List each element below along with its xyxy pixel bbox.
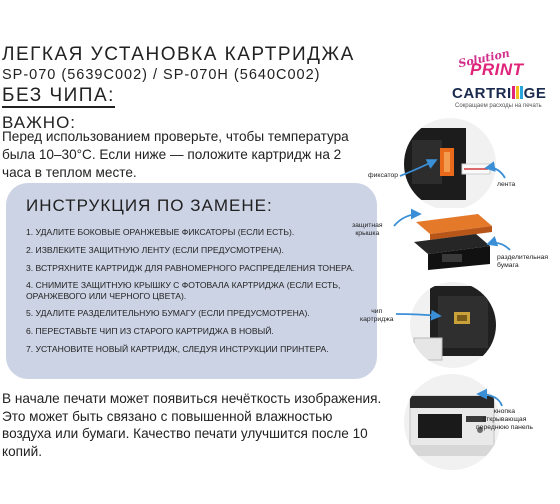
step-item: 1. УДАЛИТЕ БОКОВЫЕ ОРАНЖЕВЫЕ ФИКСАТОРЫ (… — [26, 227, 295, 237]
callout-protective-cover: защитная крышка — [352, 222, 383, 237]
step-item: 6. ПЕРЕСТАВЬТЕ ЧИП ИЗ СТАРОГО КАРТРИДЖА … — [26, 326, 274, 336]
instructions-panel: ИНСТРУКЦИЯ ПО ЗАМЕНЕ: 1. УДАЛИТЕ БОКОВЫЕ… — [6, 183, 377, 379]
solution-print-logo: Solution PRINT — [454, 47, 544, 80]
chip-photo — [410, 282, 496, 368]
callout-chip: чип картриджа — [360, 308, 394, 323]
retainer-photo — [404, 118, 496, 210]
callout-retainer: фиксатор — [368, 172, 399, 179]
step-item: 5. УДАЛИТЕ РАЗДЕЛИТЕЛЬНУЮ БУМАГУ (ЕСЛИ П… — [26, 308, 310, 318]
model-numbers: SP-070 (5639C002) / SP-070H (5640C002) — [2, 67, 321, 83]
callout-front-panel-button: кнопка открывающая переднюю панель — [476, 408, 533, 431]
no-chip-heading: БЕЗ ЧИПА: — [2, 85, 115, 108]
step-item: 4. СНИМИТЕ ЗАЩИТНУЮ КРЫШКУ С ФОТОВАЛА КА… — [26, 280, 341, 301]
instructions-heading: ИНСТРУКЦИЯ ПО ЗАМЕНЕ: — [26, 196, 273, 215]
instruction-steps: 1. УДАЛИТЕ БОКОВЫЕ ОРАНЖЕВЫЕ ФИКСАТОРЫ (… — [26, 227, 377, 355]
page-title: ЛЕГКАЯ УСТАНОВКА КАРТРИДЖА — [2, 44, 355, 65]
step-item: 3. ВСТРЯХНИТЕ КАРТРИДЖ ДЛЯ РАВНОМЕРНОГО … — [26, 263, 355, 273]
protective-cover-photo — [412, 208, 494, 270]
logo-print-text: PRINT — [470, 60, 524, 79]
step-item: 7. УСТАНОВИТЕ НОВЫЙ КАРТРИДЖ, СЛЕДУЯ ИНС… — [26, 344, 329, 354]
callout-tape: лента — [497, 181, 516, 188]
important-text: Перед использованием проверьте, чтобы те… — [2, 129, 349, 180]
print-quality-note: В начале печати может появиться нечёткос… — [2, 391, 382, 459]
step-item: 2. ИЗВЛЕКИТЕ ЗАЩИТНУЮ ЛЕНТУ (ЕСЛИ ПРЕДУС… — [26, 245, 284, 255]
callout-separator-paper: разделительная бумага — [497, 254, 549, 269]
printer-photo — [404, 374, 500, 470]
cartridge-tagline: Сокращаем расходы на печать — [455, 103, 542, 109]
important-heading: ВАЖНО: — [2, 113, 77, 132]
